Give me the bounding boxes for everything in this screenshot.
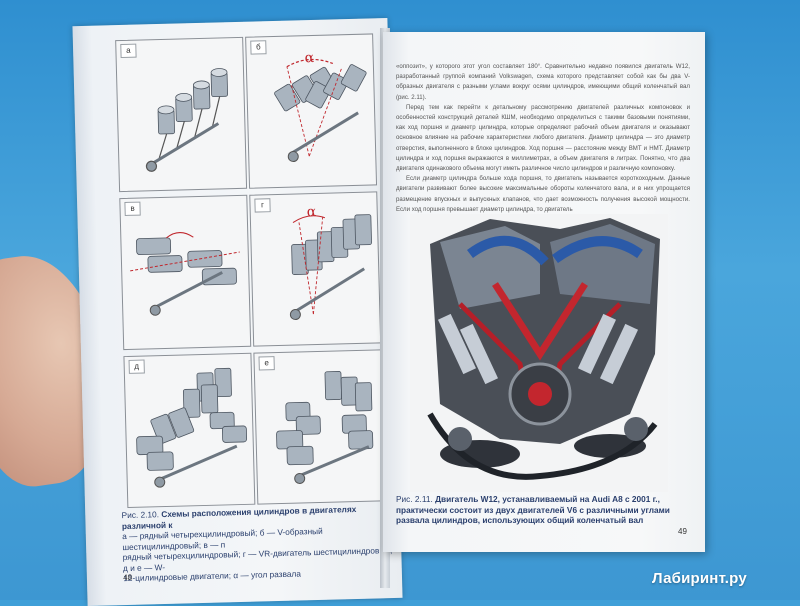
w-engine-diagram-1 — [136, 367, 248, 488]
v6-diagram: α — [274, 50, 367, 163]
right-page-number: 49 — [678, 527, 687, 536]
labirint-watermark: Лабиринт.ру — [652, 570, 747, 587]
w12-engine-illustration — [410, 214, 668, 492]
boxer-diagram — [130, 232, 240, 316]
w-engine-diagram-2 — [276, 371, 374, 484]
panel-letter: б — [250, 40, 267, 55]
paragraph: Если диаметр цилиндра больше хода поршня… — [396, 175, 690, 213]
figure-2-10-caption: Рис. 2.10. Схемы расположения цилиндров … — [121, 503, 393, 584]
caption-title: Двигатель W12, устанавливаемый на Audi A… — [396, 494, 670, 525]
diagram-panel-b: б α — [245, 33, 378, 189]
caption-prefix: Рис. 2.11. — [396, 494, 433, 504]
panel-letter: в — [124, 201, 141, 216]
paragraph: «оппозит», у которого этот угол составля… — [396, 63, 690, 101]
vr6-diagram: α — [289, 204, 372, 321]
diagram-panel-c: в — [119, 194, 252, 351]
panel-letter: а — [120, 43, 137, 59]
figure-2-11-caption: Рис. 2.11. Двигатель W12, устанавливаемы… — [396, 494, 696, 526]
diagram-panel-f: е — [253, 349, 386, 505]
inline-four-cylinder-diagram — [145, 68, 229, 172]
right-page-body-text: «оппозит», у которого этот угол составля… — [396, 62, 690, 215]
diagram-panel-e: д — [123, 352, 256, 509]
angle-label: α — [307, 204, 317, 220]
panel-letter: д — [128, 359, 145, 374]
panel-letter: е — [258, 356, 275, 371]
diagram-panel-d: г α — [249, 191, 382, 347]
caption-prefix: Рис. 2.10. — [121, 509, 160, 521]
left-page-number: 48 — [123, 572, 133, 583]
diagram-panel-a: а — [115, 36, 248, 193]
paragraph: Перед тем как перейти к детальному рассм… — [396, 103, 690, 173]
angle-label: α — [304, 50, 314, 66]
panel-letter: г — [254, 198, 271, 213]
